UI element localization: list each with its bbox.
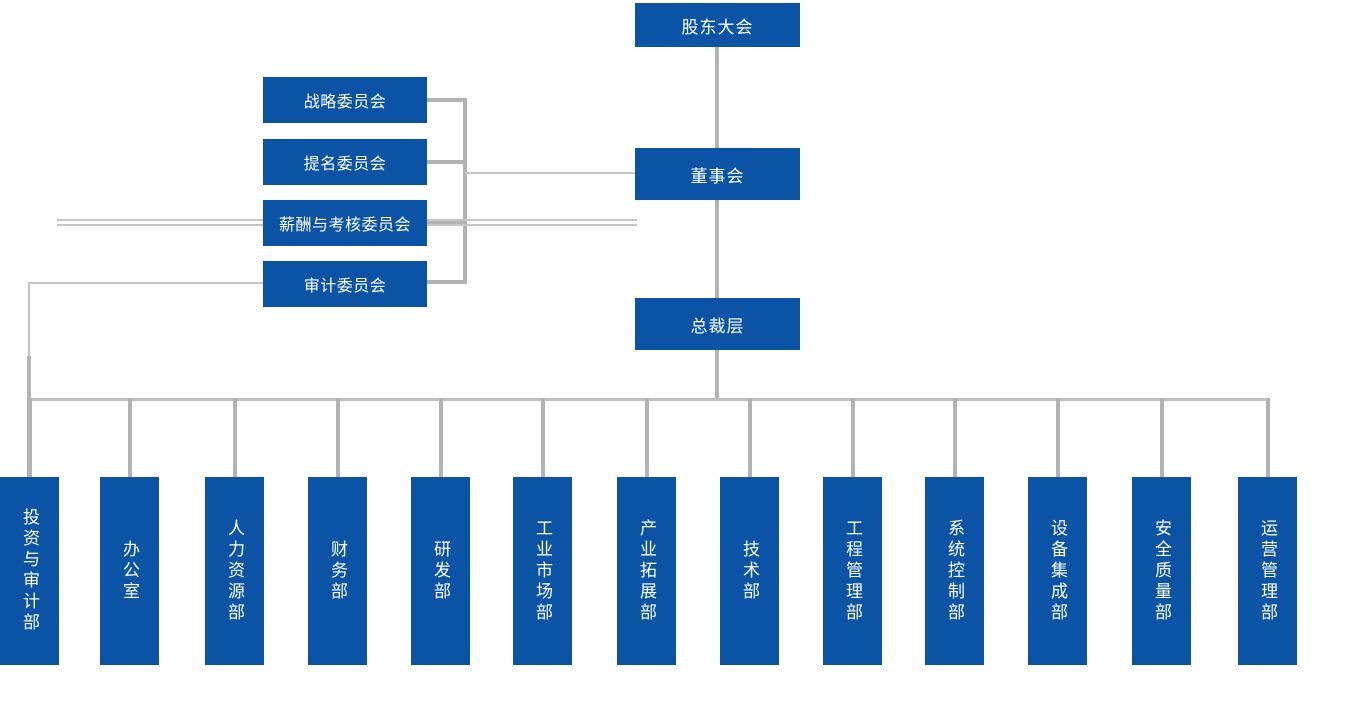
dept-column-safety-quality: 安全质量部 — [1132, 398, 1191, 665]
dept-column-system-control: 系统控制部 — [925, 398, 984, 665]
connector-line — [1265, 398, 1270, 478]
connector-line — [850, 398, 855, 478]
node-shareholders-label: 股东大会 — [681, 17, 754, 37]
stub-strategy-committee — [426, 98, 465, 102]
node-shareholders: 股东大会 — [635, 3, 800, 47]
department-label: 技术部 — [740, 539, 759, 603]
node-department: 产业拓展部 — [617, 477, 676, 665]
department-label: 产业拓展部 — [637, 518, 656, 624]
node-president: 总裁层 — [635, 298, 800, 350]
node-audit-committee: 审计委员会 — [263, 261, 427, 307]
connector-committees-board — [465, 172, 635, 174]
connector-line — [438, 398, 443, 478]
node-president-label: 总裁层 — [690, 316, 745, 336]
node-department: 系统控制部 — [925, 477, 984, 665]
node-department: 技术部 — [720, 477, 779, 665]
dept-column-investment-audit: 投资与审计部 — [0, 398, 59, 665]
node-department: 人力资源部 — [205, 477, 264, 665]
department-label: 运营管理部 — [1258, 518, 1277, 624]
strategy-committee-label: 战略委员会 — [303, 94, 387, 111]
node-department: 工业市场部 — [513, 477, 572, 665]
node-strategy-committee: 战略委员会 — [263, 77, 427, 123]
connector-board-president — [715, 200, 719, 298]
department-label: 研发部 — [431, 539, 450, 603]
connector-line — [127, 398, 132, 478]
dept-column-engineering-management: 工程管理部 — [823, 398, 882, 665]
connector-line — [952, 398, 957, 478]
node-department: 研发部 — [411, 477, 470, 665]
dept-column-industry-expansion: 产业拓展部 — [617, 398, 676, 665]
dept-column-human-resources: 人力资源部 — [205, 398, 264, 665]
department-label: 工业市场部 — [533, 518, 552, 624]
department-label: 财务部 — [328, 539, 347, 603]
connector-line — [644, 398, 649, 478]
dept-column-technology: 技术部 — [720, 398, 779, 665]
node-department: 办公室 — [100, 477, 159, 665]
committee-bus-line — [463, 98, 467, 284]
audit-committee-down-line — [28, 282, 30, 400]
node-department: 运营管理部 — [1238, 477, 1297, 665]
department-label: 系统控制部 — [945, 518, 964, 624]
nomination-committee-label: 提名委员会 — [303, 156, 387, 173]
department-label: 安全质量部 — [1152, 518, 1171, 624]
stub-audit-committee — [426, 280, 465, 284]
dept-column-equipment-integration: 设备集成部 — [1028, 398, 1087, 665]
department-bus-line — [28, 398, 1269, 401]
audit-committee-label: 审计委员会 — [303, 278, 387, 295]
department-label: 投资与审计部 — [20, 508, 39, 634]
dept-column-operations-management: 运营管理部 — [1238, 398, 1297, 665]
node-compensation-committee: 薪酬与考核委员会 — [263, 200, 427, 246]
connector-line — [335, 398, 340, 478]
connector-line — [232, 398, 237, 478]
dept-column-industrial-market: 工业市场部 — [513, 398, 572, 665]
department-label: 人力资源部 — [225, 518, 244, 624]
audit-committee-left-line — [28, 282, 263, 284]
node-department: 安全质量部 — [1132, 477, 1191, 665]
connector-line — [1055, 398, 1060, 478]
connector-line — [27, 398, 32, 478]
compensation-committee-label: 薪酬与考核委员会 — [278, 217, 411, 234]
stub-nomination-committee — [426, 160, 465, 164]
node-department: 财务部 — [308, 477, 367, 665]
dept-column-finance: 财务部 — [308, 398, 367, 665]
stub-compensation-committee — [426, 221, 465, 225]
connector-shareholders-board — [715, 47, 719, 148]
node-department: 工程管理部 — [823, 477, 882, 665]
node-board: 董事会 — [635, 148, 800, 200]
connector-line — [540, 398, 545, 478]
node-department: 设备集成部 — [1028, 477, 1087, 665]
node-department: 投资与审计部 — [0, 477, 59, 665]
node-nomination-committee: 提名委员会 — [263, 139, 427, 185]
dept-column-rnd: 研发部 — [411, 398, 470, 665]
node-board-label: 董事会 — [690, 166, 745, 186]
connector-president-departments — [715, 350, 719, 400]
connector-line — [1159, 398, 1164, 478]
department-label: 设备集成部 — [1048, 518, 1067, 624]
dept-column-office: 办公室 — [100, 398, 159, 665]
department-label: 办公室 — [120, 539, 139, 603]
connector-line — [747, 398, 752, 478]
department-label: 工程管理部 — [843, 518, 862, 624]
